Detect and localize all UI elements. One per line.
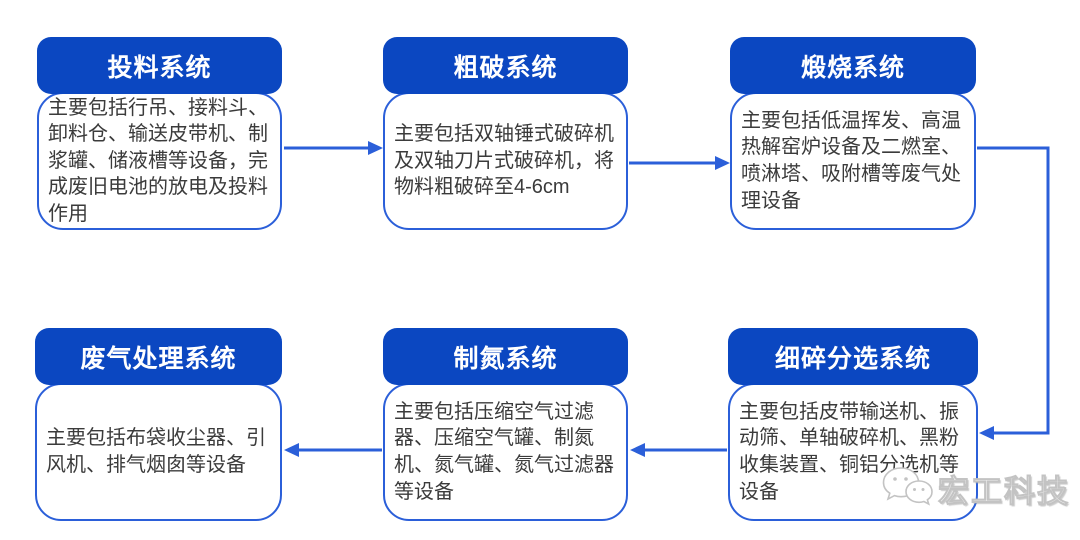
node-nitrogen-system: 制氮系统 主要包括压缩空气过滤器、压缩空气罐、制氮机、氮气罐、氮气过滤器等设备 (383, 328, 628, 523)
node-body-text: 主要包括低温挥发、高温热解窑炉设备及二燃室、喷淋塔、吸附槽等废气处理设备 (741, 109, 961, 212)
node-title-label: 投料系统 (107, 53, 212, 82)
arrow-coarse-to-calcination (629, 156, 730, 170)
node-body-text: 主要包括双轴锤式破碎机及双轴刀片式破碎机，将物料粗破碎至4-6cm (394, 123, 614, 199)
node-calcination-system: 煅烧系统 主要包括低温挥发、高温热解窑炉设备及二燃室、喷淋塔、吸附槽等废气处理设… (730, 37, 976, 232)
node-coarse-crushing-system: 粗破系统 主要包括双轴锤式破碎机及双轴刀片式破碎机，将物料粗破碎至4-6cm (383, 37, 628, 232)
node-title-label: 粗破系统 (453, 53, 558, 82)
brand-name: 宏工科技 (938, 474, 1070, 510)
node-title: 煅烧系统 (730, 37, 976, 94)
node-body-text: 主要包括皮带输送机、振动筛、单轴破碎机、黑粉收集装置、铜铝分选机等设备 (739, 400, 959, 503)
node-body: 主要包括布袋收尘器、引风机、排气烟囱等设备 (35, 383, 282, 521)
node-title: 粗破系统 (383, 37, 628, 94)
node-title: 细碎分选系统 (728, 328, 978, 385)
node-title-label: 细碎分选系统 (774, 344, 931, 373)
arrow-calcination-to-fine-sorting (977, 146, 1050, 440)
node-fine-crush-sorting-system: 细碎分选系统 主要包括皮带输送机、振动筛、单轴破碎机、黑粉收集装置、铜铝分选机等… (728, 328, 978, 523)
node-title: 投料系统 (37, 37, 282, 94)
node-body: 主要包括压缩空气过滤器、压缩空气罐、制氮机、氮气罐、氮气过滤器等设备 (383, 383, 628, 521)
node-feeding-system: 投料系统 主要包括行吊、接料斗、卸料仓、输送皮带机、制浆罐、储液槽等设备，完成废… (37, 37, 282, 232)
arrow-nitrogen-to-waste-gas (284, 443, 382, 457)
node-body: 主要包括行吊、接料斗、卸料仓、输送皮带机、制浆罐、储液槽等设备，完成废旧电池的放… (37, 92, 282, 230)
arrow-fine-sorting-to-nitrogen (630, 443, 727, 457)
node-waste-gas-treatment-system: 废气处理系统 主要包括布袋收尘器、引风机、排气烟囱等设备 (35, 328, 282, 523)
node-title-label: 废气处理系统 (80, 344, 237, 373)
node-body: 主要包括双轴锤式破碎机及双轴刀片式破碎机，将物料粗破碎至4-6cm (383, 92, 628, 230)
arrow-feeding-to-coarse (284, 141, 383, 155)
node-title-label: 煅烧系统 (800, 53, 905, 82)
brand-watermark: 宏工科技 (880, 462, 1070, 515)
node-title: 废气处理系统 (35, 328, 282, 385)
node-title: 制氮系统 (383, 328, 628, 385)
node-body-text: 主要包括布袋收尘器、引风机、排气烟囱等设备 (46, 427, 266, 476)
node-body-text: 主要包括压缩空气过滤器、压缩空气罐、制氮机、氮气罐、氮气过滤器等设备 (394, 400, 614, 503)
node-body-text: 主要包括行吊、接料斗、卸料仓、输送皮带机、制浆罐、储液槽等设备，完成废旧电池的放… (48, 96, 268, 225)
node-body: 主要包括低温挥发、高温热解窑炉设备及二燃室、喷淋塔、吸附槽等废气处理设备 (730, 92, 976, 230)
wechat-icon (880, 462, 934, 515)
node-body: 主要包括皮带输送机、振动筛、单轴破碎机、黑粉收集装置、铜铝分选机等设备 (728, 383, 978, 521)
node-title-label: 制氮系统 (453, 344, 558, 373)
